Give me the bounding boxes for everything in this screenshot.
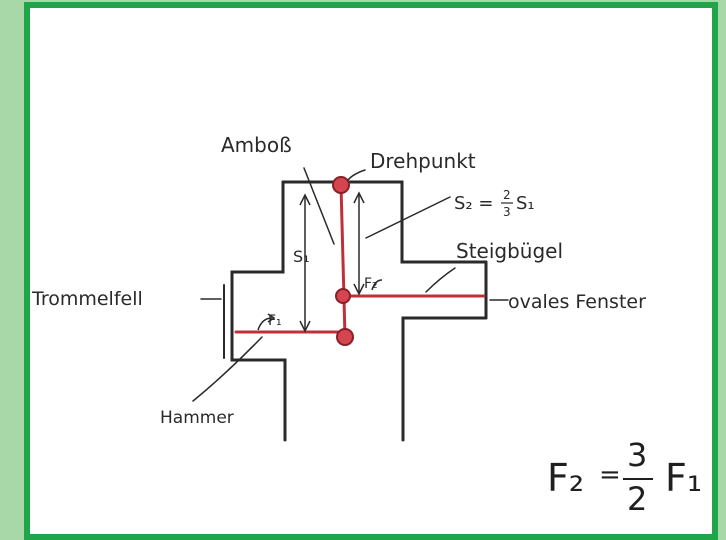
hammer-joint [336,328,354,346]
s2-leader [365,196,451,239]
pivot-joint [332,176,350,194]
lever-system [234,183,486,339]
f1-small-label: F₁ [268,313,282,329]
formula-lhs: F₂ [547,456,585,500]
hammer-leader [192,336,263,402]
s2-formula-s1: S₁ [516,193,535,214]
force-formula: F₂ = 3 2 F₁ [547,436,712,520]
formula-numerator: 3 [627,436,648,474]
formula-rhs: F₁ [665,456,703,500]
housing-outline [223,180,488,442]
formula-fraction-bar [623,478,653,480]
s1-arrow-head-top [299,193,311,206]
formula-denominator: 2 [627,480,648,518]
ovales-fenster-label: ovales Fenster [508,291,646,313]
formula-equals: = [599,460,621,490]
leader-lines [192,167,509,402]
housing-left-wall [230,180,287,442]
drehpunkt-leader [347,169,366,181]
s2-arrow-head-top [353,191,365,204]
steigbuegel-leader [425,267,456,293]
drehpunkt-label: Drehpunkt [370,149,476,173]
ear-lever-diagram: Amboß Drehpunkt S₂ = 2 3 S₁ Steigbügel S… [31,133,646,442]
hammer-label: Hammer [160,408,234,428]
amboss-label: Amboß [221,133,292,157]
steigbuegel-label: Steigbügel [456,239,563,263]
f1-arrow-head [267,313,276,323]
f2-arrow [371,279,383,291]
f2-small-label: F₂ [364,276,378,292]
diagram-panel: Amboß Drehpunkt S₂ = 2 3 S₁ Steigbügel S… [24,2,718,540]
f1-arrow [257,317,273,331]
distance-arrows [257,191,383,333]
s2-fraction-denominator: 3 [503,205,511,219]
amboss-leader [303,167,335,245]
s1-label: S₁ [293,247,310,266]
anvil-lever-arm [339,183,347,339]
s1-arrow-head-bottom [299,320,311,333]
s2-arrow-head-bottom [353,283,365,296]
trommelfell-label: Trommelfell [31,288,143,310]
s2-fraction-numerator: 2 [503,188,511,202]
s2-formula-prefix: S₂ = [454,193,493,214]
housing-right-wall [401,316,488,442]
pivot-joints [332,176,354,346]
stirrup-joint [335,288,351,304]
